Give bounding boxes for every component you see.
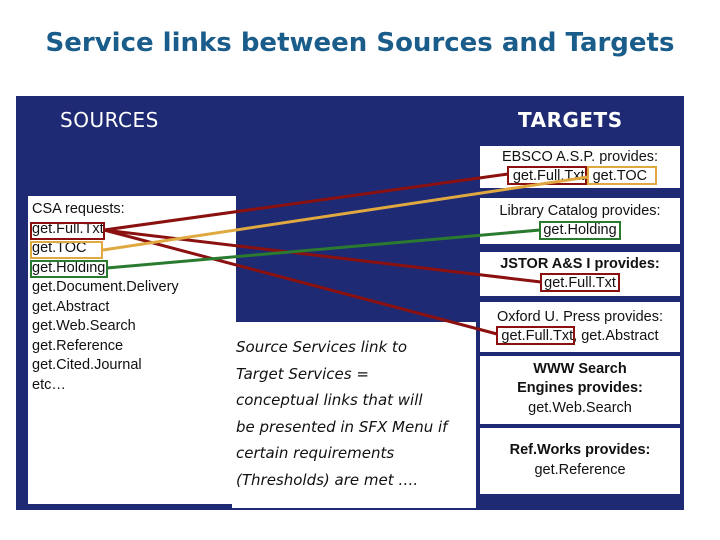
target-name-jstor: JSTOR A&S I provides:	[500, 256, 660, 272]
target-services-oxford: get.Full.Txt, get.Abstract	[501, 328, 659, 344]
explanation-line: (Thresholds) are met ….	[236, 470, 419, 489]
explanation-line: certain requirements	[236, 444, 395, 462]
highlight-library-holding	[539, 221, 621, 240]
explanation-line: Target Services =	[236, 364, 369, 383]
csa-heading: CSA requests:	[32, 201, 125, 217]
explanation-text: Source Services link to Target Services …	[236, 334, 447, 493]
target-name-refworks: Ref.Works provides:	[509, 442, 651, 458]
csa-item-cited-journal: get.Cited.Journal	[32, 357, 142, 373]
target-services-jstor: get.Full.Txt	[544, 275, 616, 291]
target-services-www-search: get.Web.Search	[528, 400, 632, 416]
highlight-ebsco-fulltxt	[507, 166, 587, 185]
csa-item-fulltxt: get.Full.Txt	[32, 220, 104, 237]
explanation-line: Source Services link to	[236, 338, 407, 356]
explanation-line: conceptual links that will	[236, 391, 423, 409]
csa-item-web-search: get.Web.Search	[32, 318, 136, 334]
csa-item-reference: get.Reference	[32, 337, 124, 354]
target-name-library-catalog: Library Catalog provides:	[499, 203, 661, 219]
highlight-oxford-fulltxt	[496, 326, 575, 345]
highlight-source-holding	[30, 260, 108, 278]
csa-item-holding: get.Holding	[32, 259, 106, 276]
target-name-ebsco: EBSCO A.S.P. provides:	[501, 149, 659, 165]
target-box-www-search	[480, 356, 680, 424]
target-name-oxford: Oxford U. Press provides:	[497, 309, 663, 325]
targets-header: TARGETS	[518, 108, 623, 132]
sources-header: SOURCES	[60, 108, 159, 132]
highlight-ebsco-toc	[587, 166, 657, 185]
csa-item-document-delivery: get.Document.Delivery	[32, 279, 179, 295]
csa-item-etc: etc…	[32, 376, 66, 393]
page-title: Service links between Sources and Target…	[45, 28, 675, 58]
highlight-jstor-fulltxt	[540, 273, 620, 292]
explanation-line: be presented in SFX Menu if	[236, 417, 448, 436]
target-services-refworks: get.Reference	[534, 462, 626, 478]
explanation-box	[232, 322, 476, 508]
highlight-source-toc	[30, 241, 103, 259]
target-box-refworks	[480, 428, 680, 494]
csa-item-abstract: get.Abstract	[32, 298, 110, 315]
highlight-source-fulltxt	[30, 222, 105, 240]
csa-item-toc: get.TOC	[32, 240, 87, 256]
target-name-www-search: WWW Search Engines provides:	[517, 361, 643, 396]
